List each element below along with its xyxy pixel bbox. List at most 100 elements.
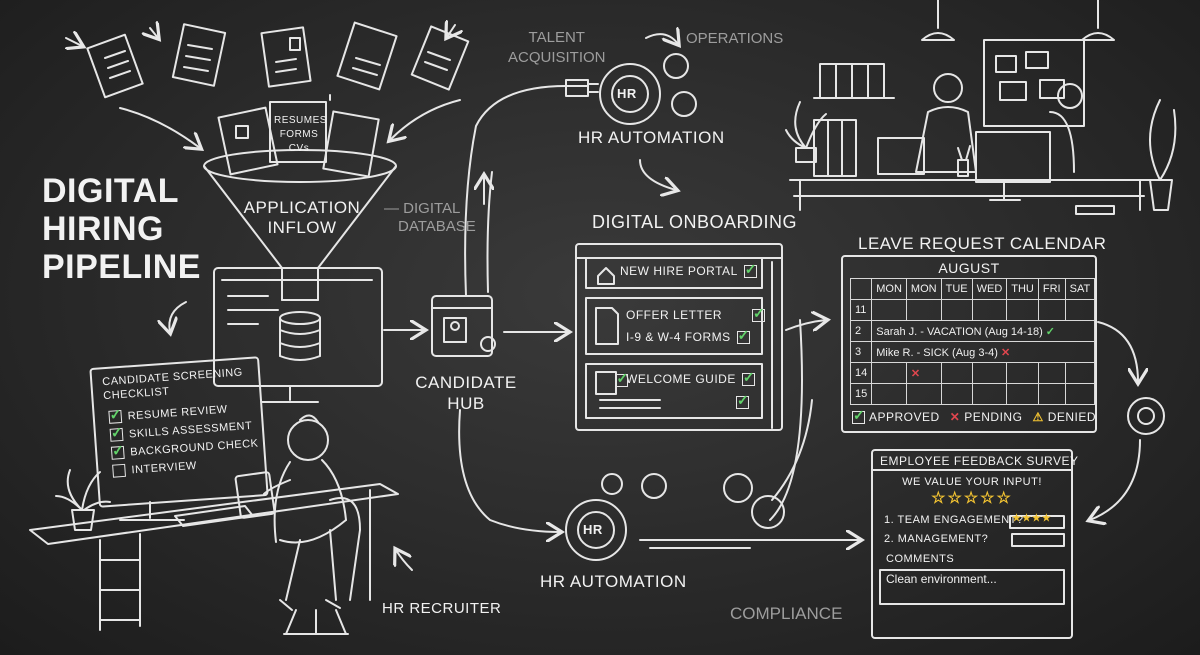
week-number: 11: [849, 299, 873, 321]
leave-entry-text: Mike R. - SICK (Aug 3-4): [876, 346, 998, 359]
calendar-day: FRI: [1037, 278, 1066, 300]
checkbox-checked-icon[interactable]: [741, 369, 755, 386]
checkbox-checked-icon[interactable]: [108, 409, 123, 424]
onboarding-item-label: WELCOME GUIDE: [626, 372, 736, 386]
calendar-month: AUGUST: [938, 260, 1000, 276]
screening-item-label: INTERVIEW: [131, 459, 198, 476]
document-icons: [65, 23, 470, 178]
calendar-cell[interactable]: [1006, 299, 1039, 321]
hr-gear-text-bottom: HR: [583, 522, 603, 537]
comments-label: COMMENTS: [886, 553, 955, 565]
inflow-line-2: INFLOW: [267, 218, 337, 237]
checkbox-checked-icon[interactable]: [743, 261, 757, 278]
calendar-cell[interactable]: [871, 299, 907, 321]
checkbox-checked-icon[interactable]: [752, 305, 765, 322]
checkbox-checked-icon[interactable]: [109, 427, 124, 442]
database-line-2: DATABASE: [398, 218, 476, 235]
checkbox-checked-icon[interactable]: [736, 327, 750, 344]
candidate-hub-label: CANDIDATE HUB: [414, 372, 518, 414]
calendar-cell[interactable]: [971, 299, 1008, 321]
leave-entry-sarah[interactable]: Sarah J. - VACATION (Aug 14-18) ✓: [871, 320, 1096, 342]
database-icon: [279, 311, 321, 361]
calendar-cell[interactable]: [940, 299, 973, 321]
calendar-cell[interactable]: [1064, 362, 1096, 384]
checkbox-checked-icon[interactable]: [736, 392, 749, 409]
calendar-cell[interactable]: [1037, 383, 1066, 405]
calendar-cell[interactable]: [1064, 383, 1096, 405]
leave-entry-text: Sarah J. - VACATION (Aug 14-18): [876, 325, 1043, 338]
star-icons[interactable]: ★★★★: [1012, 513, 1052, 524]
calendar-week-row: 3 Mike R. - SICK (Aug 3-4) ✕: [849, 341, 1096, 363]
legend-approved: APPROVED: [869, 410, 940, 424]
screening-item[interactable]: RESUME REVIEW: [108, 403, 228, 424]
hr-gears-bottom: [565, 473, 785, 561]
onboarding-title: DIGITAL ONBOARDING: [592, 212, 798, 232]
title-line-2: HIRING: [42, 210, 164, 248]
calendar-cell[interactable]: [1006, 383, 1039, 405]
hr-automation-top-label: HR AUTOMATION: [578, 128, 725, 147]
page-title: DIGITAL HIRING PIPELINE: [42, 172, 201, 286]
hub-line-1: CANDIDATE: [415, 373, 517, 392]
calendar-day: SAT: [1064, 278, 1096, 300]
calendar-legend: APPROVED ✕ PENDING ⚠ DENIED: [852, 407, 1097, 424]
application-inflow-label: APPLICATION INFLOW: [232, 198, 372, 238]
q2-answer-field[interactable]: [1012, 534, 1064, 546]
approved-check-icon: ✓: [1045, 325, 1056, 338]
calendar-cell[interactable]: ✕: [905, 362, 942, 384]
hr-gear-text-top: HR: [617, 86, 637, 101]
doc-label-cvs: CVs: [288, 143, 310, 154]
week-number: 14: [849, 362, 873, 384]
calendar-day: TUE: [940, 278, 973, 300]
operations-label: OPERATIONS: [686, 30, 784, 47]
calendar-cell[interactable]: [940, 383, 973, 405]
title-line-1: DIGITAL: [42, 172, 179, 210]
onboarding-item-label: I-9 & W-4 FORMS: [626, 330, 731, 344]
calendar-day: MON: [871, 278, 907, 300]
funnel-doc-labels: RESUMES FORMS CVs: [274, 114, 327, 156]
survey-star-rating[interactable]: ☆☆☆☆☆: [872, 488, 1072, 508]
calendar-week-row: 2 Sarah J. - VACATION (Aug 14-18) ✓: [849, 320, 1096, 342]
comments-textarea[interactable]: Clean environment...: [886, 572, 997, 586]
calendar-cell[interactable]: [905, 383, 942, 405]
digital-database-label: — DIGITAL DATABASE: [384, 200, 476, 236]
screening-item-label: BACKGROUND CHECK: [129, 437, 259, 458]
hr-recruiter-label: HR RECRUITER: [382, 600, 502, 617]
leave-entry-mike[interactable]: Mike R. - SICK (Aug 3-4) ✕: [871, 341, 1096, 363]
calendar-day: MON: [905, 278, 942, 300]
calendar-cell[interactable]: [940, 362, 973, 384]
inflow-line-1: APPLICATION: [243, 198, 361, 217]
calendar-cell[interactable]: [871, 383, 907, 405]
legend-denied: DENIED: [1047, 410, 1097, 424]
office-scene: [785, 0, 1177, 215]
calendar-cell[interactable]: [871, 362, 907, 384]
calendar-cell[interactable]: [1064, 299, 1096, 321]
screening-item[interactable]: INTERVIEW: [112, 459, 197, 478]
onboarding-item-portal[interactable]: NEW HIRE PORTAL: [620, 261, 757, 279]
doc-label-resumes: RESUMES: [274, 115, 327, 126]
calendar-week-row: 15: [849, 383, 1096, 405]
star-icons[interactable]: ☆☆☆☆☆: [931, 490, 1013, 507]
calendar-cell[interactable]: [1037, 299, 1066, 321]
legend-pending: PENDING: [964, 410, 1023, 424]
week-number: 15: [849, 383, 873, 405]
onboarding-item-guide[interactable]: WELCOME GUIDE: [626, 369, 755, 387]
calendar-week-row: 11: [849, 299, 1096, 321]
checkbox-checked-icon[interactable]: [110, 445, 125, 460]
onboarding-item-label: OFFER LETTER: [626, 308, 723, 322]
database-line-1: — DIGITAL: [384, 200, 461, 217]
week-number: 3: [849, 341, 873, 363]
calendar-cell[interactable]: [971, 383, 1008, 405]
calendar-day: WED: [971, 278, 1008, 300]
checkbox-unchecked-icon[interactable]: [112, 463, 126, 478]
talent-line-2: ACQUISITION: [508, 49, 606, 66]
denied-warning-icon: ⚠: [1032, 410, 1044, 424]
calendar-title: LEAVE REQUEST CALENDAR: [858, 234, 1107, 253]
onboarding-item-forms[interactable]: I-9 & W-4 FORMS: [626, 327, 750, 345]
calendar-cell[interactable]: [905, 299, 942, 321]
guide-document-check-icon: [615, 370, 629, 387]
calendar-cell[interactable]: [1006, 362, 1039, 384]
q1-star-rating[interactable]: ★★★★: [1012, 513, 1052, 524]
calendar-cell[interactable]: [1037, 362, 1066, 384]
onboarding-item-offer[interactable]: OFFER LETTER: [626, 305, 765, 323]
calendar-cell[interactable]: [971, 362, 1008, 384]
